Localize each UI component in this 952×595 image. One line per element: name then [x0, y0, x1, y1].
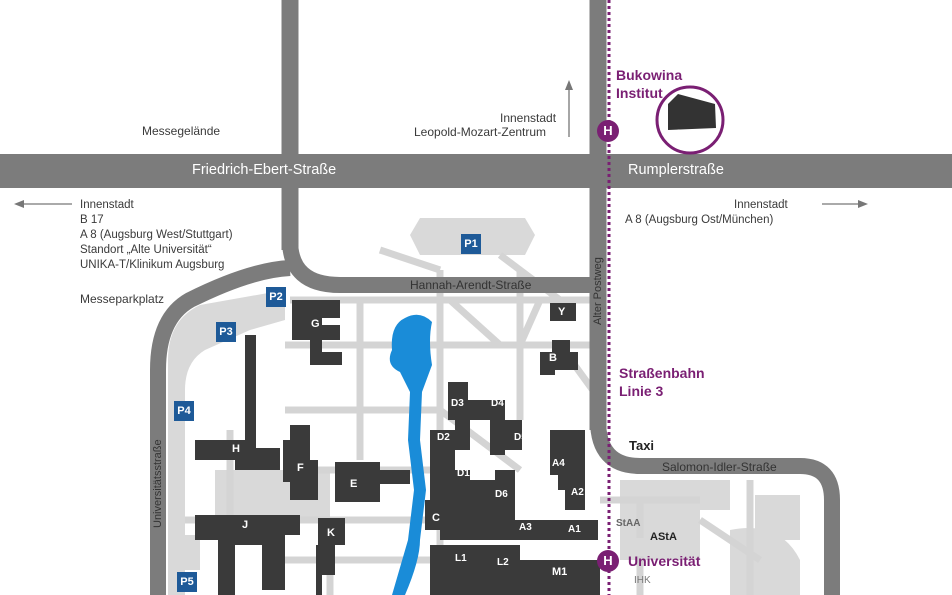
universitaets-road	[150, 260, 291, 595]
west-dest-line: B 17	[80, 214, 104, 226]
salomon-idler-road	[590, 419, 840, 595]
parking-icon: P2	[266, 287, 286, 307]
building-label: A4	[552, 458, 565, 469]
salomon-idler-label: Salomon-Idler-Straße	[662, 460, 777, 474]
parking-icon: P3	[216, 322, 236, 342]
parking-icon: P1	[461, 234, 481, 254]
tram-label-1: Straßenbahn	[619, 365, 705, 381]
tram-stop-icon: H	[597, 550, 619, 572]
messegelaende-label: Messegelände	[142, 124, 221, 138]
pond	[389, 314, 432, 595]
bcm-building	[655, 85, 725, 155]
building-label: A2	[571, 487, 584, 498]
building-label: E	[350, 478, 358, 490]
universitaet-label: Universität	[628, 553, 701, 569]
tram-label-2: Linie 3	[619, 383, 664, 399]
bcm-label: BCM	[677, 128, 703, 140]
building-label: G	[311, 318, 320, 330]
bukowina-label-1: Bukowina	[616, 67, 683, 83]
innenstadt-north-label: Innenstadt	[500, 111, 557, 125]
building-label: C	[432, 512, 440, 524]
building-label: D6	[495, 489, 508, 500]
messeparkplatz-label: Messeparkplatz	[80, 292, 165, 306]
west-dest-line: Standort „Alte Universität“	[80, 244, 212, 256]
building-label: B	[549, 352, 557, 364]
building-label: L1	[455, 553, 467, 564]
taxi-label: Taxi	[629, 438, 655, 453]
buildings	[195, 300, 600, 595]
building-label: D3	[451, 398, 464, 409]
building-label: A1	[568, 524, 581, 535]
building-label: Y	[558, 306, 566, 318]
staa-label: StAA	[616, 518, 641, 529]
hannah-arendt-road	[282, 239, 600, 293]
building-label: D1	[457, 468, 470, 479]
leopold-mozart-label: Leopold-Mozart-Zentrum	[414, 125, 547, 139]
building-label: H	[232, 443, 240, 455]
building-label: A3	[519, 522, 532, 533]
building-label: M1	[552, 566, 568, 578]
universitaets-label: Universitätsstraße	[152, 439, 164, 528]
parking-icon: P4	[174, 401, 194, 421]
west-dest-line: A 8 (Augsburg West/Stuttgart)	[80, 229, 233, 241]
building-label: F	[297, 462, 304, 474]
hannah-arendt-label: Hannah-Arendt-Straße	[410, 278, 532, 292]
arrow-left-icon	[14, 200, 72, 208]
building-label: J	[242, 519, 249, 531]
building-label: D5	[514, 432, 527, 443]
tram-stop-icon: H	[597, 120, 619, 142]
alter-postweg-label: Alter Postweg	[592, 257, 604, 325]
building-label: D4	[491, 398, 504, 409]
building-label: L2	[497, 557, 509, 568]
building-label: K	[327, 527, 335, 539]
arrow-right-icon	[822, 200, 868, 208]
ihk-label: IHK	[634, 575, 651, 586]
building-label: D2	[437, 432, 450, 443]
rumpler-label: Rumplerstraße	[628, 162, 724, 178]
east-dest-line: Innenstadt	[734, 199, 788, 211]
bukowina-label-2: Institut	[616, 85, 663, 101]
west-dest-line: UNIKA-T/Klinikum Augsburg	[80, 259, 225, 271]
arrow-up-icon	[565, 80, 573, 137]
west-dest-line: Innenstadt	[80, 199, 134, 211]
asta-label: AStA	[650, 531, 677, 543]
friedrich-ebert-label: Friedrich-Ebert-Straße	[192, 162, 337, 178]
parking-icon: P5	[177, 572, 197, 592]
east-dest-line: A 8 (Augsburg Ost/München)	[625, 214, 774, 226]
